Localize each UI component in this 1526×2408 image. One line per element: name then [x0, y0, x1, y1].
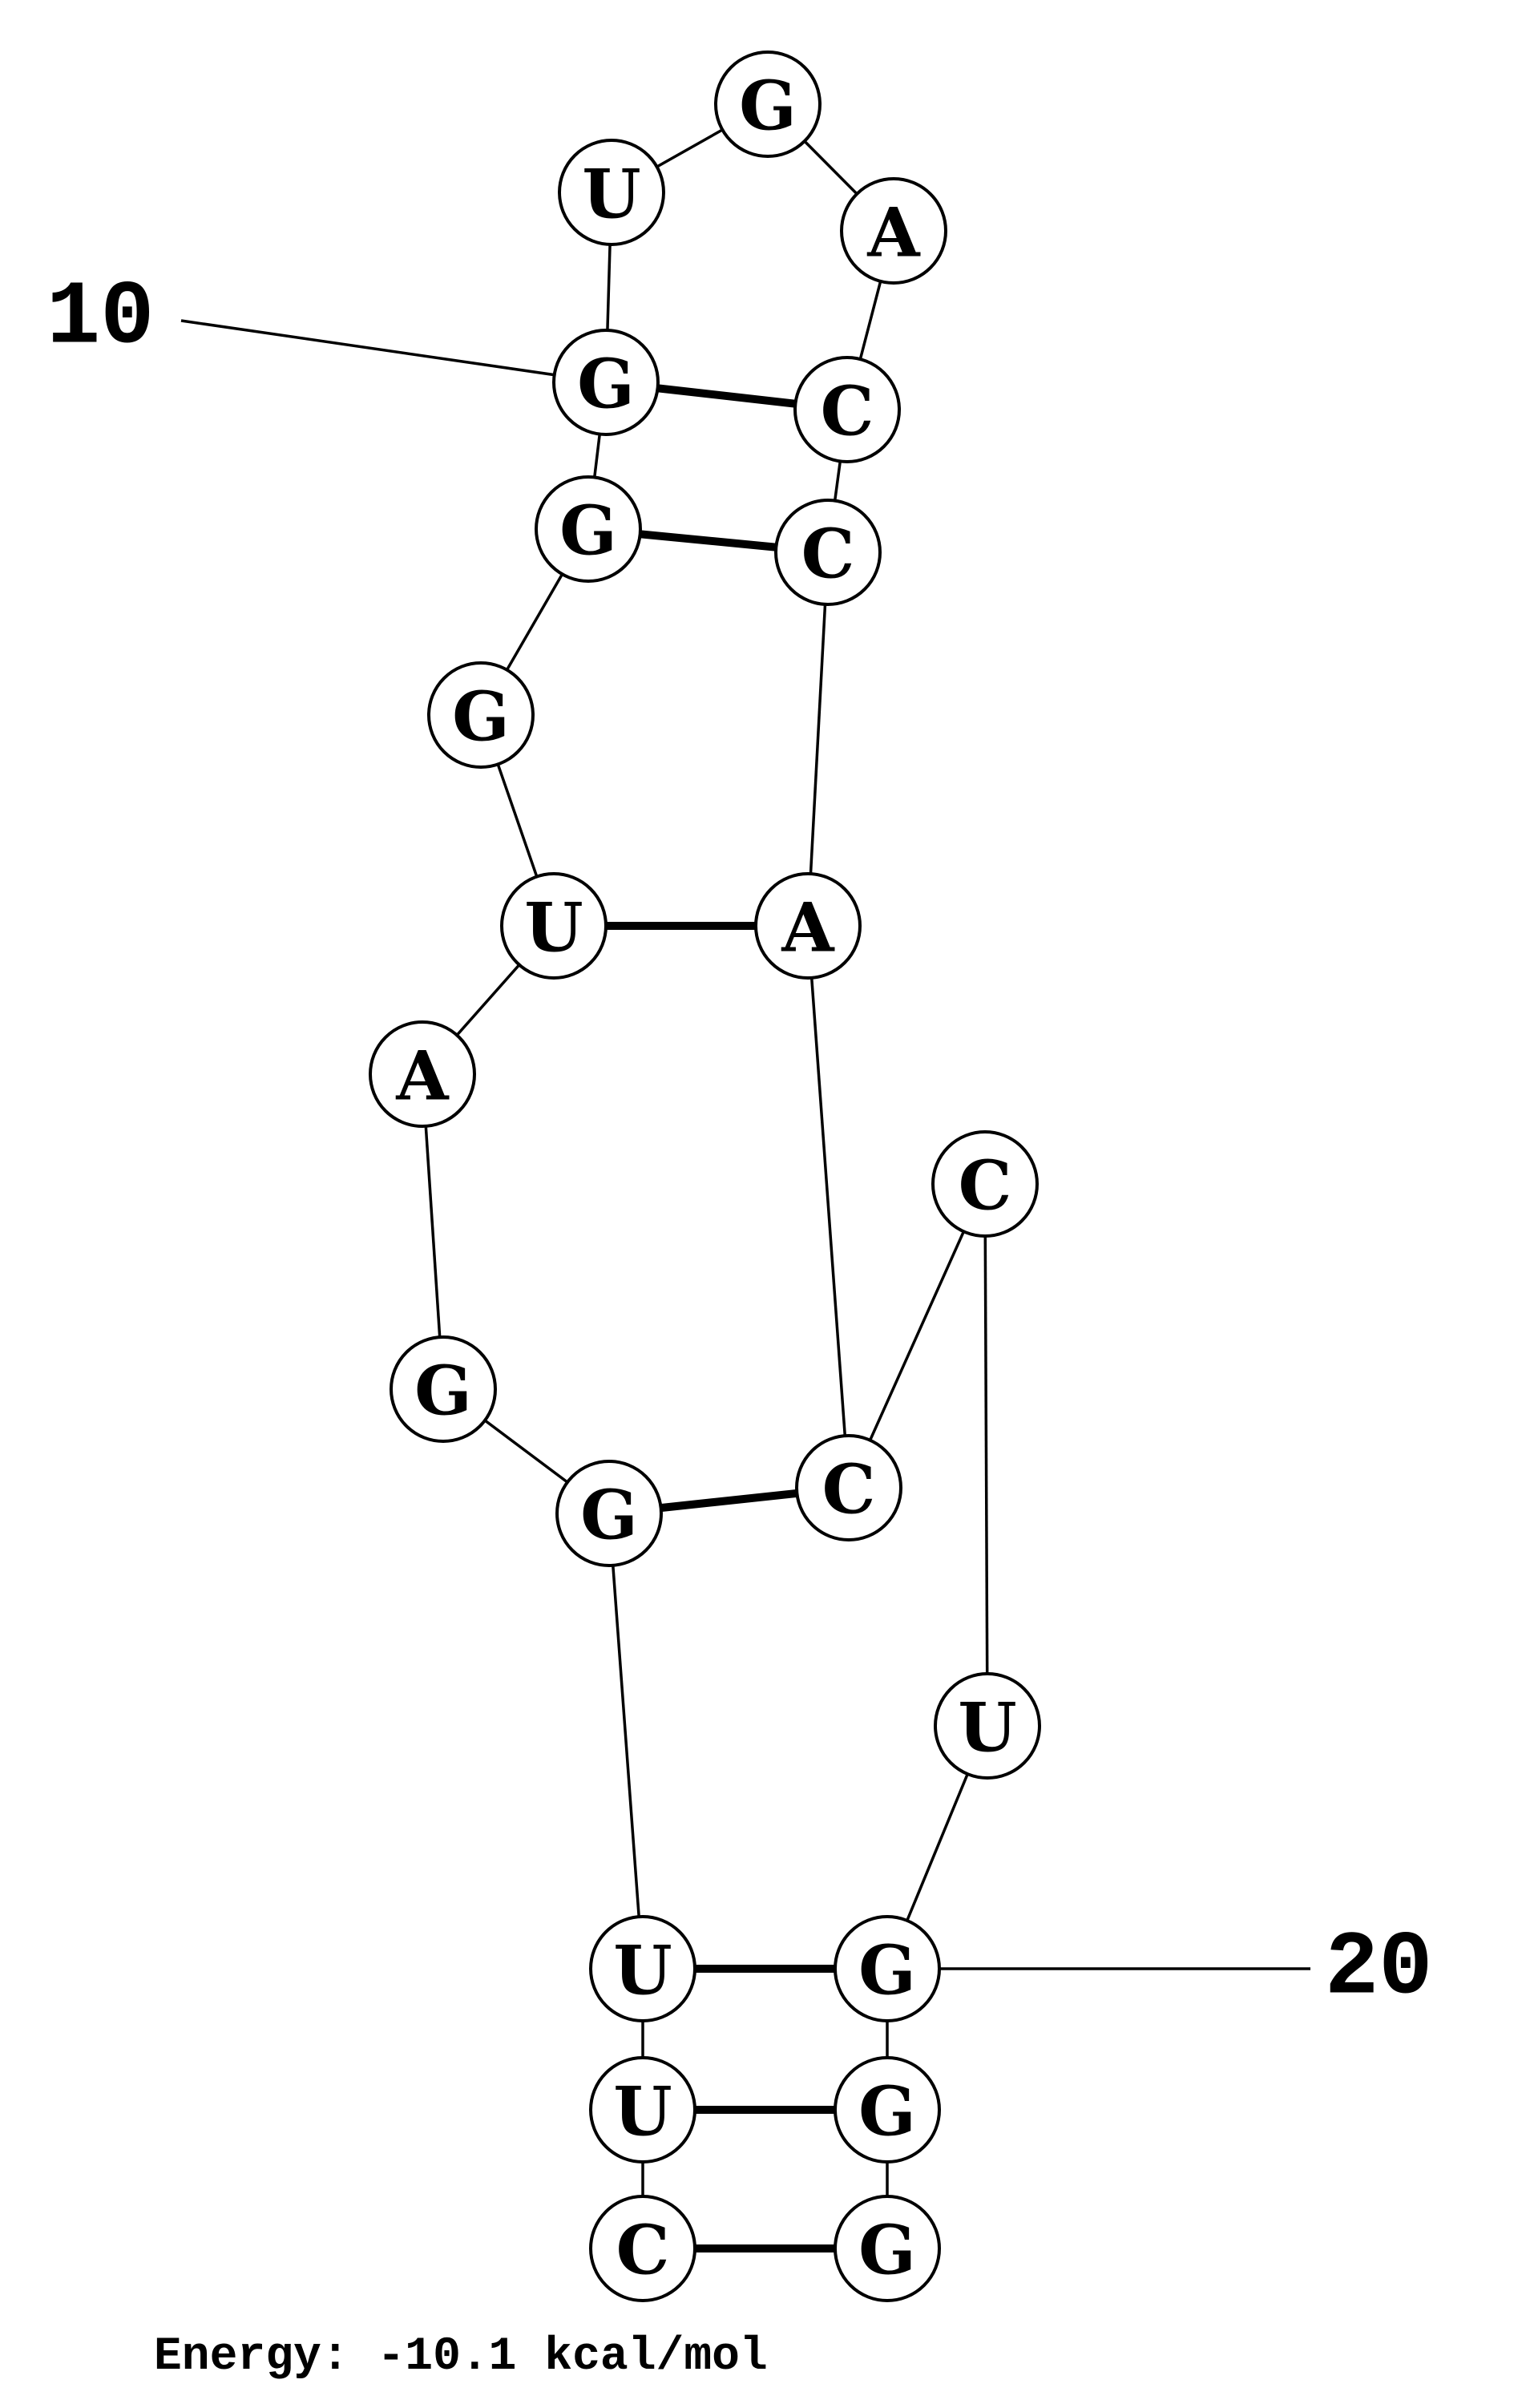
- nucleotide-letter: G: [577, 345, 635, 424]
- nucleotide-circle: [774, 499, 882, 606]
- nucleotide-letter: G: [858, 1931, 916, 2010]
- position-label: 20: [1325, 1918, 1432, 2020]
- backbone-link: [847, 1183, 987, 1489]
- nucleotide-circle: [427, 661, 535, 769]
- nucleotide-circle: [555, 1460, 663, 1567]
- nucleotide-letter: A: [395, 1036, 450, 1116]
- nucleotide-node: C: [774, 499, 882, 606]
- nucleotide-node: G: [834, 1915, 941, 2022]
- nucleotide-node: C: [793, 356, 901, 463]
- nucleotide-letter: U: [524, 888, 583, 968]
- nucleotide-node: G: [535, 475, 642, 583]
- energy-label: Energy:: [154, 2331, 349, 2383]
- nucleotide-node: U: [934, 1672, 1041, 1780]
- nucleotide-letter: G: [452, 677, 510, 757]
- nucleotide-circle: [793, 356, 901, 463]
- nucleotide-node: C: [931, 1130, 1039, 1238]
- nucleotide-circle: [834, 2195, 941, 2302]
- nucleotide-node: C: [589, 2195, 696, 2302]
- backbone-link: [806, 925, 850, 1489]
- nucleotide-node: G: [555, 1460, 663, 1567]
- nucleotide-letter: A: [866, 193, 921, 273]
- energy-unit: kcal/mol: [544, 2331, 768, 2383]
- position-labels: 10 20: [46, 268, 1432, 2020]
- nucleotide-circle: [369, 1020, 476, 1128]
- energy-readout: Energy: -10.1 kcal/mol: [154, 2331, 768, 2383]
- nucleotide-letter: C: [959, 1146, 1012, 1226]
- nucleotide-letter: A: [781, 888, 835, 968]
- nucleotide-letter: U: [958, 1688, 1016, 1768]
- nucleotide-node: A: [754, 872, 862, 980]
- nucleotide-node: G: [714, 51, 822, 158]
- nucleotide-node: U: [589, 2056, 696, 2164]
- position-label: 10: [46, 268, 154, 370]
- nucleotide-node: A: [840, 177, 947, 285]
- nucleotide-letter: C: [801, 515, 855, 594]
- nucleotide-node: U: [500, 872, 608, 980]
- nucleotide-circle: [834, 1915, 941, 2022]
- nucleotide-letter: U: [582, 155, 640, 234]
- nucleotide-letter: G: [858, 2072, 916, 2151]
- nucleotide-circle: [589, 2195, 696, 2302]
- nucleotide-node: G: [834, 2195, 941, 2302]
- nucleotide-node: U: [589, 1915, 696, 2022]
- nucleotide-circle: [754, 872, 862, 980]
- position-label-leaders: [180, 319, 1310, 1970]
- nucleotide-circle: [834, 2056, 941, 2164]
- nucleotide-node: G: [427, 661, 535, 769]
- nucleotide-letter: C: [822, 1450, 876, 1529]
- nucleotide-circle: [931, 1130, 1039, 1238]
- nucleotide-letter: C: [616, 2211, 670, 2290]
- nucleotide-letter: G: [858, 2211, 916, 2290]
- nucleotide-circle: [589, 1915, 696, 2022]
- energy-value: -10.1: [377, 2331, 517, 2383]
- nucleotide-circle: [500, 872, 608, 980]
- nucleotide-circle: [552, 329, 660, 436]
- nucleotide-letter: G: [414, 1351, 472, 1431]
- nucleotide-node: G: [390, 1335, 497, 1443]
- position-label-leader: [180, 319, 607, 384]
- nucleotide-letter: C: [821, 372, 874, 451]
- nucleotide-node: U: [558, 139, 665, 246]
- nucleotide-circle: [795, 1434, 902, 1541]
- nucleotide-node: C: [795, 1434, 902, 1541]
- nucleotide-letter: U: [613, 1931, 672, 2010]
- nucleotide-circle: [840, 177, 947, 285]
- nucleotide-letter: G: [559, 491, 617, 571]
- nucleotide-circle: [934, 1672, 1041, 1780]
- backbone-link: [608, 1513, 644, 1970]
- nucleotide-letter: G: [580, 1476, 638, 1555]
- nucleotide-circle: [714, 51, 822, 158]
- nucleotide-circle: [390, 1335, 497, 1443]
- nucleotide-node: G: [552, 329, 660, 436]
- backbone-link: [806, 551, 830, 927]
- nucleotide-node: G: [834, 2056, 941, 2164]
- nucleotide-circle: [535, 475, 642, 583]
- backbone-link: [983, 1183, 989, 1727]
- nucleotide-circle: [558, 139, 665, 246]
- nucleotide-circle: [589, 2056, 696, 2164]
- nucleotide-letter: G: [739, 67, 797, 146]
- nucleotide-node: A: [369, 1020, 476, 1128]
- nucleotide-letter: U: [613, 2072, 672, 2151]
